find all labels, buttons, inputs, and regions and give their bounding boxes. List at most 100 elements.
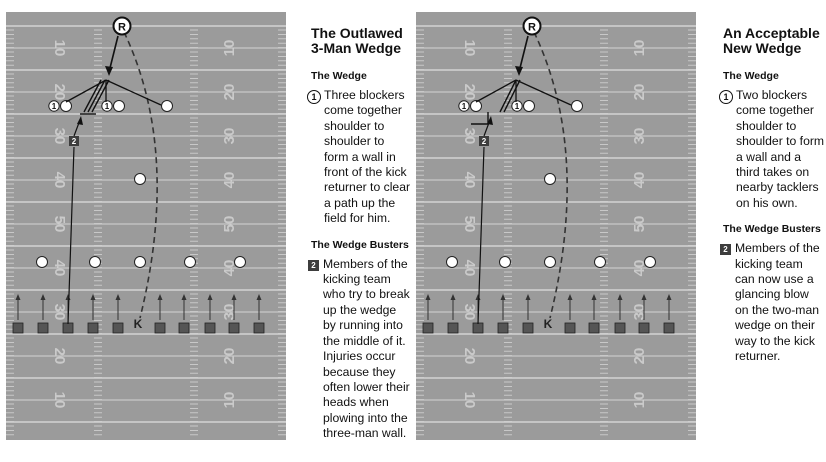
arrow-head (207, 294, 213, 300)
text-panel-left: The Outlawed 3-Man Wedge The Wedge 1 Thr… (307, 12, 412, 442)
blocker-number-badge (511, 100, 523, 112)
arrow-head (77, 116, 83, 125)
yard-number: 40 (221, 172, 238, 189)
panel-title-left: The Outlawed 3-Man Wedge (311, 26, 412, 56)
kicking-team-player (472, 322, 484, 334)
returner-label: R (528, 22, 536, 34)
kicking-team-player (37, 322, 49, 334)
yard-number: 50 (461, 216, 478, 233)
blocker-path (515, 79, 572, 106)
yard-number: 30 (461, 128, 478, 145)
returner-label: R (118, 22, 126, 34)
yard-number: 30 (631, 304, 648, 321)
yard-number: 40 (461, 260, 478, 277)
blocker-number-badge (48, 100, 60, 112)
wedge-description: Three blockers come together shoulder to… (324, 88, 411, 226)
player-marker (60, 100, 72, 112)
arrow-head (15, 294, 21, 300)
wedge-busters-heading: The Wedge Busters (723, 223, 821, 236)
yard-number: 30 (51, 128, 68, 145)
wedge-busters-item: 2 Members of the kicking team can now us… (719, 241, 825, 364)
yard-number: 20 (631, 84, 648, 101)
yard-number: 10 (221, 392, 238, 409)
yard-number: 20 (51, 84, 68, 101)
yard-number: 50 (631, 216, 648, 233)
yard-number: 30 (221, 304, 238, 321)
arrow-head (487, 116, 493, 125)
arrow-head (515, 66, 523, 76)
blocker-number: 1 (462, 102, 467, 111)
blocker-number: 1 (515, 102, 520, 111)
text-panel-right: An Acceptable New Wedge The Wedge 1 Two … (719, 12, 825, 365)
kicking-team-player (663, 322, 675, 334)
kicking-team-player (228, 322, 240, 334)
wedge-item: 1 Three blockers come together shoulder … (307, 88, 412, 227)
arrow-head (666, 294, 672, 300)
player-marker (470, 100, 482, 112)
kicking-team-player (564, 322, 576, 334)
blocker-number: 1 (105, 102, 110, 111)
kicking-team-player (497, 322, 509, 334)
player-marker (161, 100, 173, 112)
kicking-team-player (12, 322, 24, 334)
yard-number: 40 (461, 172, 478, 189)
arrow-head (256, 294, 262, 300)
kick-path (533, 31, 568, 319)
kicker-label: K (544, 317, 553, 331)
title-line-1: The Outlawed (311, 25, 403, 41)
blocker-marker-icon: 1 (307, 90, 321, 104)
player-marker (234, 256, 246, 268)
arrow-head (157, 294, 163, 300)
arrow-head (115, 294, 121, 300)
kicking-team-player (614, 322, 626, 334)
wedge-line (87, 79, 106, 113)
yard-number: 40 (51, 260, 68, 277)
player-marker (544, 173, 556, 185)
wedge-busters-heading: The Wedge Busters (311, 238, 409, 251)
field-turf (416, 12, 696, 440)
wedge-description: Two blockers come together shoulder to s… (736, 88, 825, 210)
arrow-head (500, 294, 506, 300)
wedge-buster-label: 2 (482, 137, 487, 146)
blocker-number: 1 (52, 102, 57, 111)
arrow-head (40, 294, 46, 300)
buster-path (477, 146, 485, 325)
arrow-head (90, 294, 96, 300)
kicking-team-player (204, 322, 216, 334)
arrow-head (450, 294, 456, 300)
buster-path (67, 146, 75, 325)
yard-number: 10 (51, 392, 68, 409)
kicking-team-player (178, 322, 190, 334)
player-marker (36, 256, 48, 268)
blocker-number-badge (458, 100, 470, 112)
player-marker (499, 256, 511, 268)
wedge-line (499, 79, 517, 113)
player-marker (523, 100, 535, 112)
yard-number: 10 (221, 40, 238, 57)
wedge-buster-marker (479, 136, 489, 146)
title-line-2: 3-Man Wedge (311, 40, 401, 56)
wedge-busters-description: Members of the kicking team can now use … (735, 241, 820, 364)
player-marker (134, 256, 146, 268)
blocker-path (475, 79, 517, 103)
field-turf (6, 12, 286, 440)
yard-number: 20 (51, 348, 68, 365)
panel-title-right: An Acceptable New Wedge (723, 26, 825, 56)
yard-number: 40 (631, 260, 648, 277)
player-marker (184, 256, 196, 268)
kicking-team-player (422, 322, 434, 334)
kicking-team-player (87, 322, 99, 334)
arrow-head (105, 66, 113, 76)
arrow-head (525, 294, 531, 300)
kicking-team-player (154, 322, 166, 334)
player-marker (644, 256, 656, 268)
arrow-head (425, 294, 431, 300)
yard-number: 50 (51, 216, 68, 233)
yard-number: 20 (631, 348, 648, 365)
yard-number: 10 (631, 40, 648, 57)
blocker-marker-icon: 1 (719, 90, 733, 104)
player-marker (594, 256, 606, 268)
blocker-number-badge (101, 100, 113, 112)
